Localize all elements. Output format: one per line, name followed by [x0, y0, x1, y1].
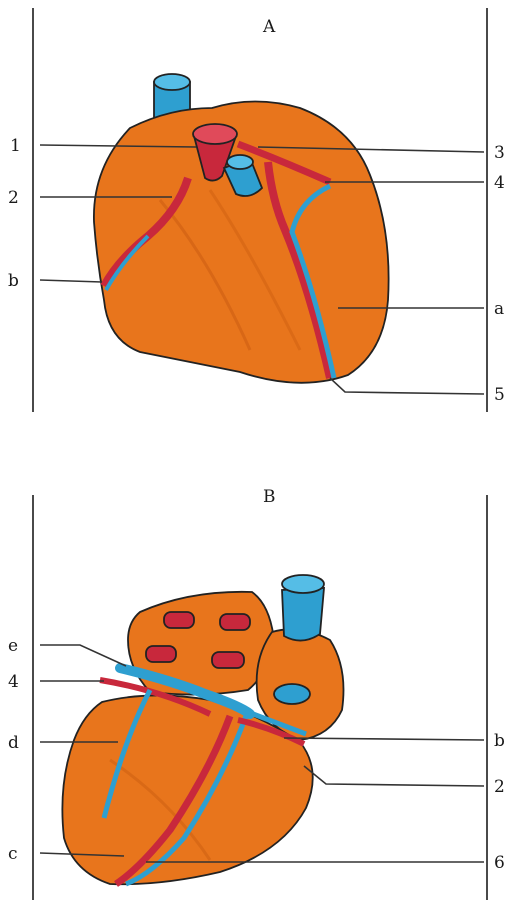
panel-b-lead-2	[304, 766, 484, 786]
panel-b-lead-e	[40, 645, 126, 666]
panel-a-label-4: 4	[494, 173, 505, 193]
panel-a-label-2: 2	[8, 188, 19, 208]
panel-a-label-3: 3	[494, 143, 505, 163]
panel-b-lead-b	[284, 738, 484, 740]
panel-b: B	[8, 487, 505, 900]
panel-b-title: B	[263, 487, 276, 507]
panel-a-label-5: 5	[494, 385, 505, 405]
panel-a-label-b: b	[8, 271, 19, 291]
panel-a-lead-b	[40, 280, 102, 282]
panel-a-title: A	[262, 17, 276, 37]
panel-b-label-d: d	[8, 733, 19, 753]
panel-b-inferior-vena-cava	[274, 684, 310, 704]
panel-b-label-c: c	[8, 844, 18, 864]
panel-a-lead-5	[330, 378, 484, 394]
panel-b-vena-cava	[282, 575, 324, 641]
panel-b-label-6: 6	[494, 853, 505, 873]
panel-a-label-a: a	[494, 299, 504, 319]
panel-b-label-b: b	[494, 731, 505, 751]
panel-b-label-4: 4	[8, 672, 19, 692]
panel-b-label-2: 2	[494, 777, 505, 797]
panel-a-label-1: 1	[10, 136, 21, 156]
panel-b-label-e: e	[8, 636, 18, 656]
panel-a: A	[8, 8, 505, 412]
